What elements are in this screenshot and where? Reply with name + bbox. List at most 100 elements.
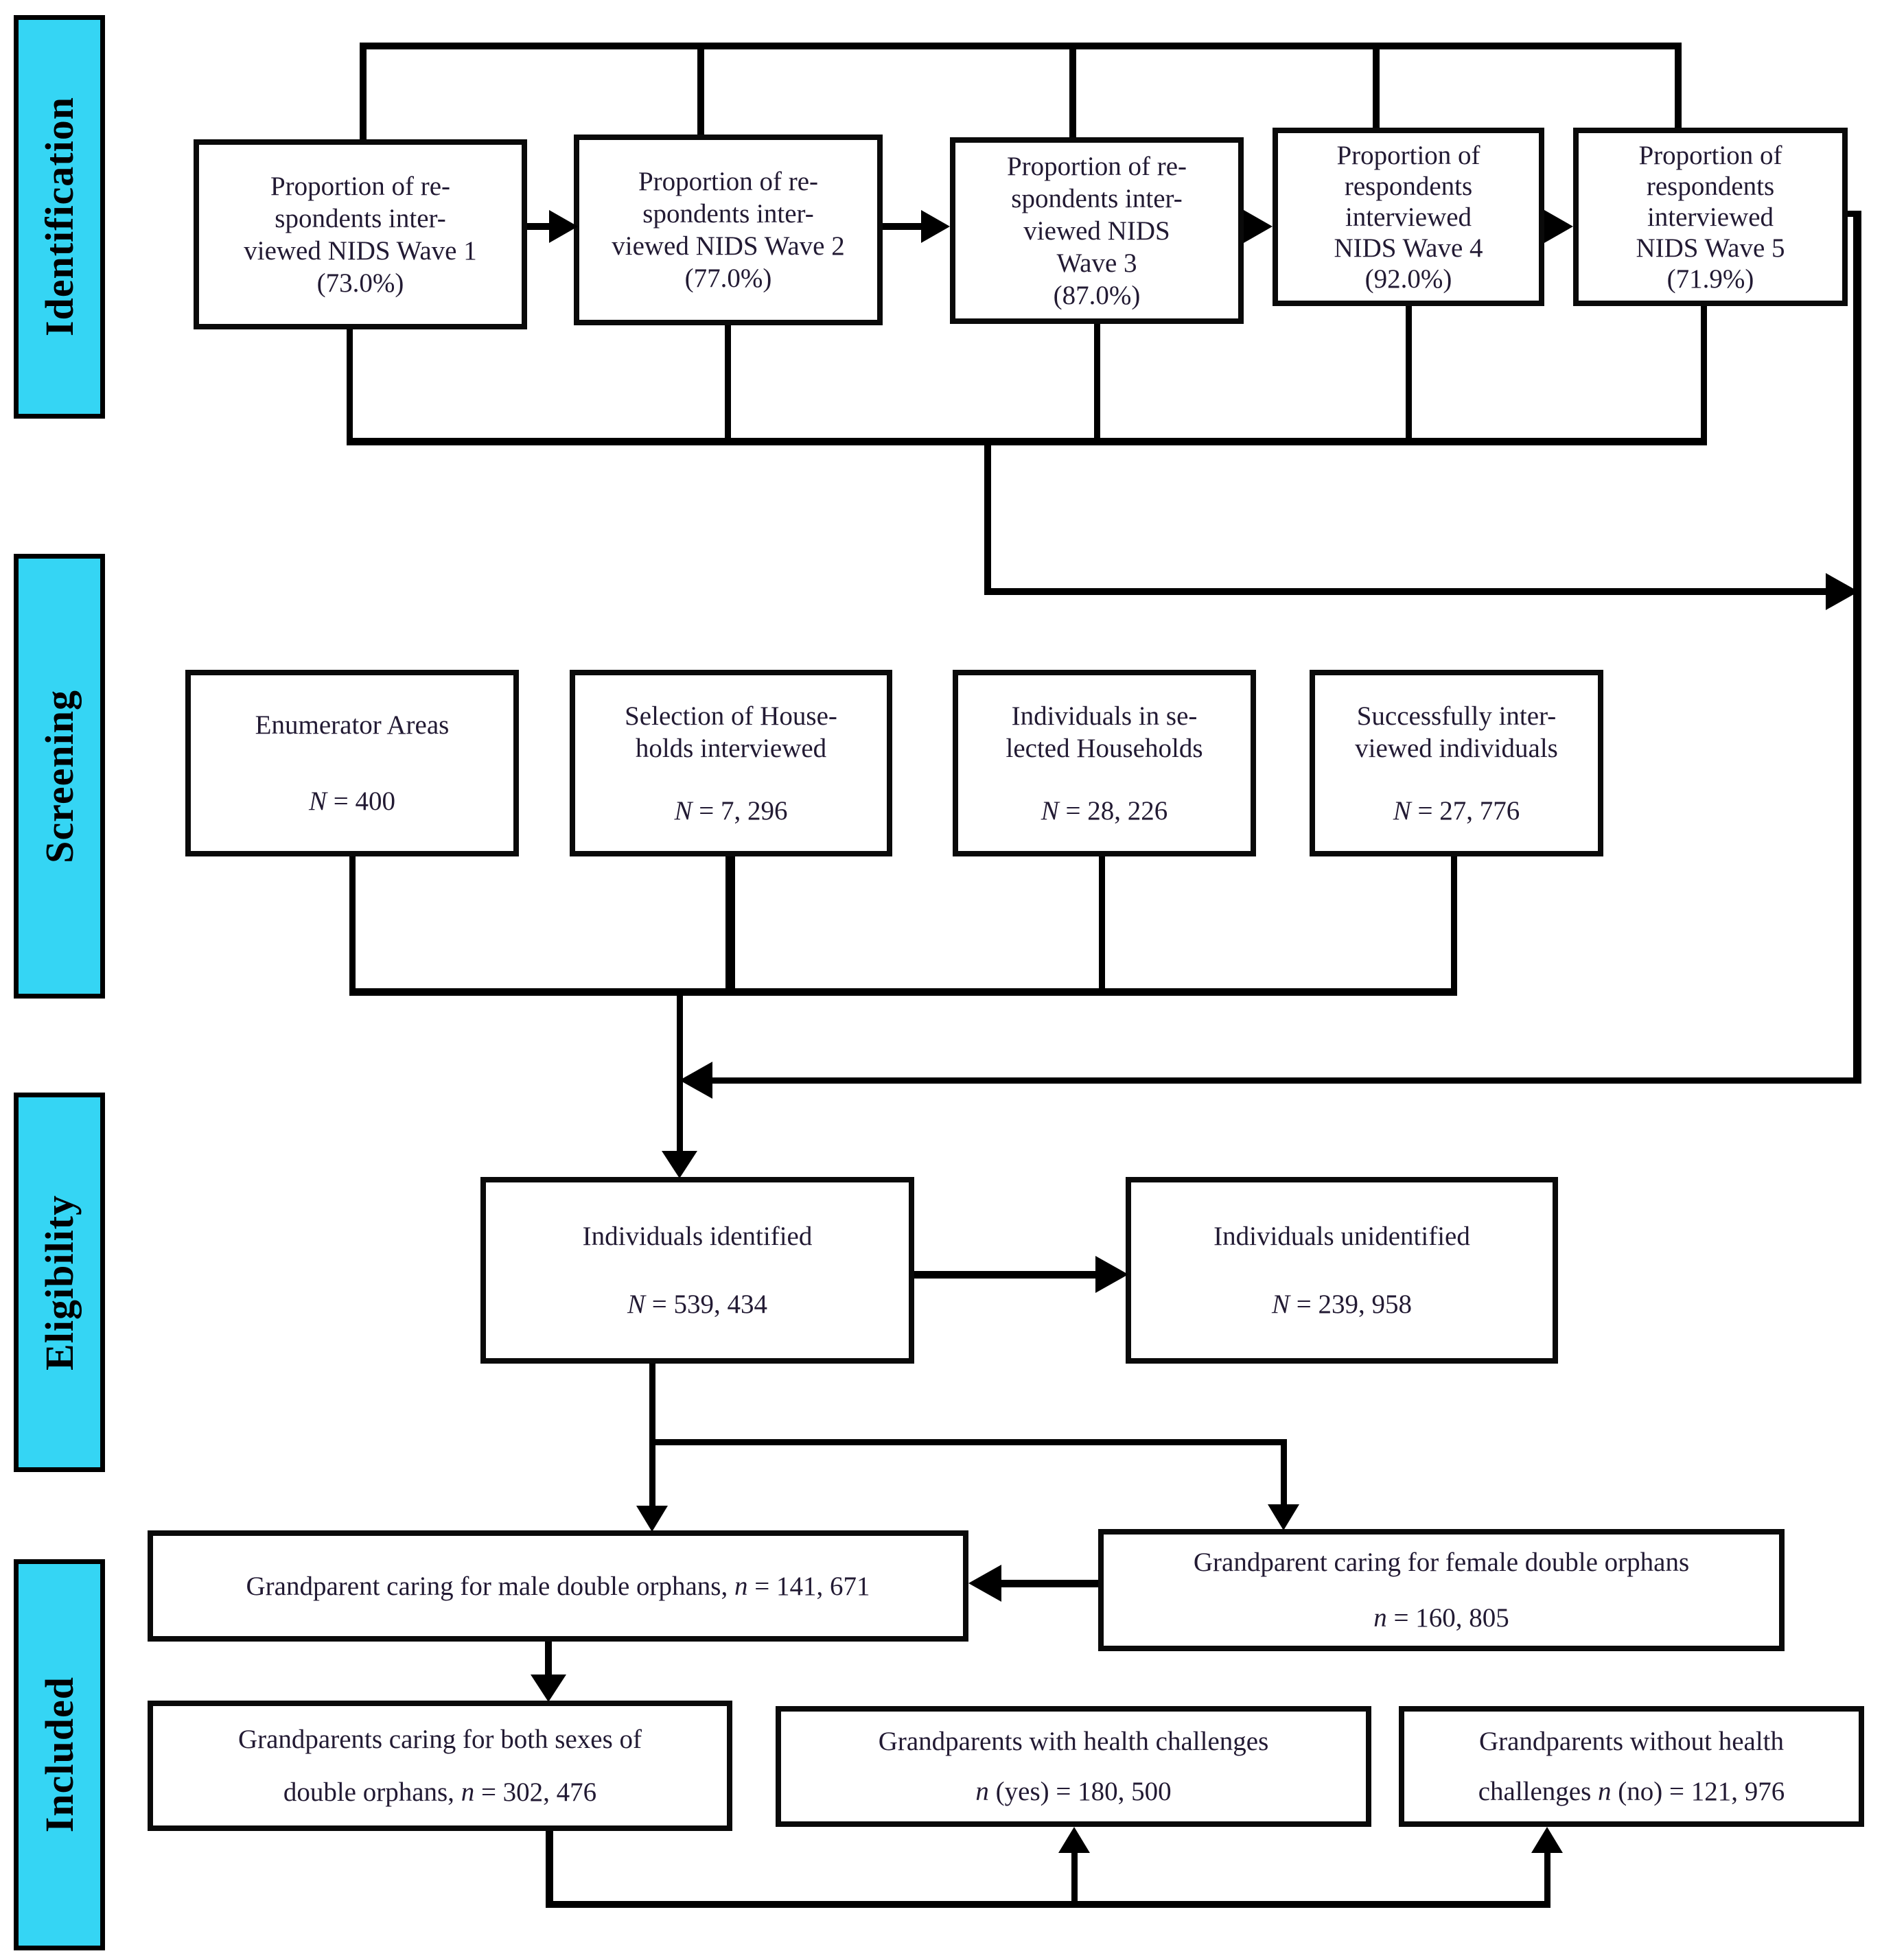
connector-split-left-down — [649, 1439, 655, 1507]
arrow-wave2-wave3-line — [883, 223, 924, 230]
box-text-line: Grandparents with health challenges — [878, 1727, 1269, 1756]
stat-symbol: N — [1041, 795, 1059, 826]
connector-drop-wave4 — [1373, 43, 1380, 128]
box-text-line: viewed NIDS Wave 2 — [612, 231, 845, 261]
text-segment: (yes) = 180, 500 — [988, 1777, 1172, 1806]
connector-individuals-down — [1099, 856, 1105, 988]
connector-identification-exit-horizontal — [984, 588, 1830, 595]
text-segment: = 28, 226 — [1058, 795, 1168, 826]
text-segment: challenges — [1478, 1777, 1599, 1806]
box-text-line: (71.9%) — [1666, 264, 1754, 294]
text-segment: = 160, 805 — [1386, 1603, 1509, 1633]
box-text-line: N = 239, 958 — [1272, 1288, 1412, 1320]
text-segment: = 7, 296 — [692, 795, 788, 826]
box-text-line: Individuals in se- — [1011, 701, 1198, 731]
stat-symbol: N — [308, 786, 327, 816]
text-segment: = 400 — [327, 786, 395, 816]
text-segment: = 239, 958 — [1290, 1290, 1412, 1319]
stat-symbol: n — [1373, 1603, 1387, 1633]
stage-label-text: Screening — [37, 689, 82, 863]
text-segment: = 302, 476 — [474, 1777, 597, 1807]
box-text-line: Proportion of re- — [270, 171, 451, 201]
box-text-line: Grandparents without health — [1478, 1727, 1785, 1756]
text-segment: Grandparent caring for male double orpha… — [246, 1571, 734, 1601]
stat-symbol: n — [975, 1777, 989, 1806]
box-text-line: N = 539, 434 — [627, 1288, 767, 1320]
box-text-line: Selection of House- — [625, 701, 837, 731]
connector-wave2-down — [725, 325, 731, 445]
box-without-health-challenges: Grandparents without health challenges n … — [1399, 1706, 1864, 1827]
box-text-line: (77.0%) — [684, 264, 772, 293]
box-text-line: Proportion of — [1336, 140, 1480, 170]
box-text-line: Individuals identified — [582, 1222, 813, 1251]
arrowhead-wave2-wave3-icon — [921, 210, 950, 243]
box-text-line: NIDS Wave 4 — [1334, 233, 1483, 263]
connector-drop-wave3 — [1069, 43, 1076, 137]
box-text-line: Grandparent caring for male double orpha… — [246, 1570, 870, 1602]
stage-label-text: Included — [37, 1677, 82, 1833]
box-text-line: Enumerator Areas — [255, 710, 450, 740]
connector-main-flow-vertical — [677, 996, 683, 1151]
arrowhead-wave4-wave5-icon — [1544, 210, 1573, 243]
box-text-line: spondents inter- — [1011, 183, 1183, 213]
box-text-line: Proportion of — [1638, 140, 1782, 170]
connector-drop-wave5 — [1675, 43, 1682, 128]
box-text-line: N = 28, 226 — [1041, 795, 1168, 827]
box-text-line: N = 27, 776 — [1393, 795, 1520, 827]
box-text-line: viewed individuals — [1355, 733, 1558, 763]
text-segment: (no) = 121, 976 — [1611, 1777, 1785, 1806]
connector-bottom-vertical — [546, 1831, 553, 1908]
stat-symbol: n — [461, 1777, 475, 1807]
connector-drop-wave1 — [360, 43, 367, 139]
box-text-line: spondents inter- — [642, 199, 814, 229]
stat-symbol: n — [1598, 1777, 1612, 1806]
stat-symbol: N — [627, 1290, 645, 1319]
connector-wave5-down — [1701, 306, 1707, 445]
box-text-line: Proportion of re- — [638, 167, 819, 196]
arrowhead-up-nohealth-icon — [1531, 1827, 1563, 1853]
box-text-line: viewed NIDS Wave 1 — [244, 235, 477, 266]
box-text-line: Proportion of re- — [1006, 151, 1187, 181]
connector-drop-wave2 — [697, 43, 704, 135]
text-segment: = 539, 434 — [645, 1290, 767, 1319]
stage-label-eligibility: Eligibility — [14, 1093, 105, 1472]
connector-wave1-down — [347, 329, 353, 445]
box-text-line: Individuals unidentified — [1213, 1222, 1470, 1251]
box-text-line: N = 7, 296 — [674, 795, 787, 827]
box-text-line: n (yes) = 180, 500 — [975, 1775, 1171, 1808]
text-segment: = 141, 671 — [747, 1571, 870, 1601]
connector-split-horizontal — [649, 1439, 1287, 1445]
box-text-line: Grandparents caring for both sexes of — [237, 1725, 642, 1754]
connector-up-nohealth-line — [1544, 1853, 1550, 1901]
stat-symbol: N — [1393, 795, 1411, 826]
box-text-line: (73.0%) — [316, 268, 404, 298]
box-text-line: challenges n (no) = 121, 976 — [1478, 1775, 1785, 1808]
text-segment: = 27, 776 — [1410, 795, 1520, 826]
arrowhead-wave1-wave2-icon — [549, 210, 578, 243]
connector-wave3-down — [1094, 324, 1100, 445]
connector-households-down — [725, 856, 735, 988]
connector-right-rail-vertical — [1853, 211, 1861, 1084]
box-text-line: interviewed — [1345, 202, 1472, 232]
box-both-sexes-orphans: Grandparents caring for both sexes of dou… — [148, 1701, 732, 1831]
box-text-line: spondents inter- — [275, 203, 446, 233]
box-nids-wave2: Proportion of re-spondents inter-viewed … — [574, 135, 883, 325]
arrowhead-down-male-icon — [636, 1506, 668, 1532]
connector-right-rail-horizontal — [711, 1077, 1861, 1084]
arrowhead-down-identified-icon — [662, 1151, 697, 1178]
box-text-line: interviewed — [1647, 202, 1774, 232]
arrowhead-female-male-icon — [968, 1565, 1001, 1602]
text-segment: double orphans, — [283, 1777, 461, 1807]
box-text-line: (87.0%) — [1053, 280, 1141, 310]
connector-wave4-down — [1406, 306, 1412, 445]
connector-screening-collector — [349, 988, 1457, 996]
box-text-line: Grandparent caring for female double orp… — [1193, 1548, 1690, 1577]
box-individuals-unidentified: Individuals unidentified N = 239, 958 — [1126, 1177, 1558, 1364]
arrowhead-down-female-icon — [1268, 1504, 1299, 1530]
box-text-line: Successfully inter- — [1356, 701, 1557, 731]
